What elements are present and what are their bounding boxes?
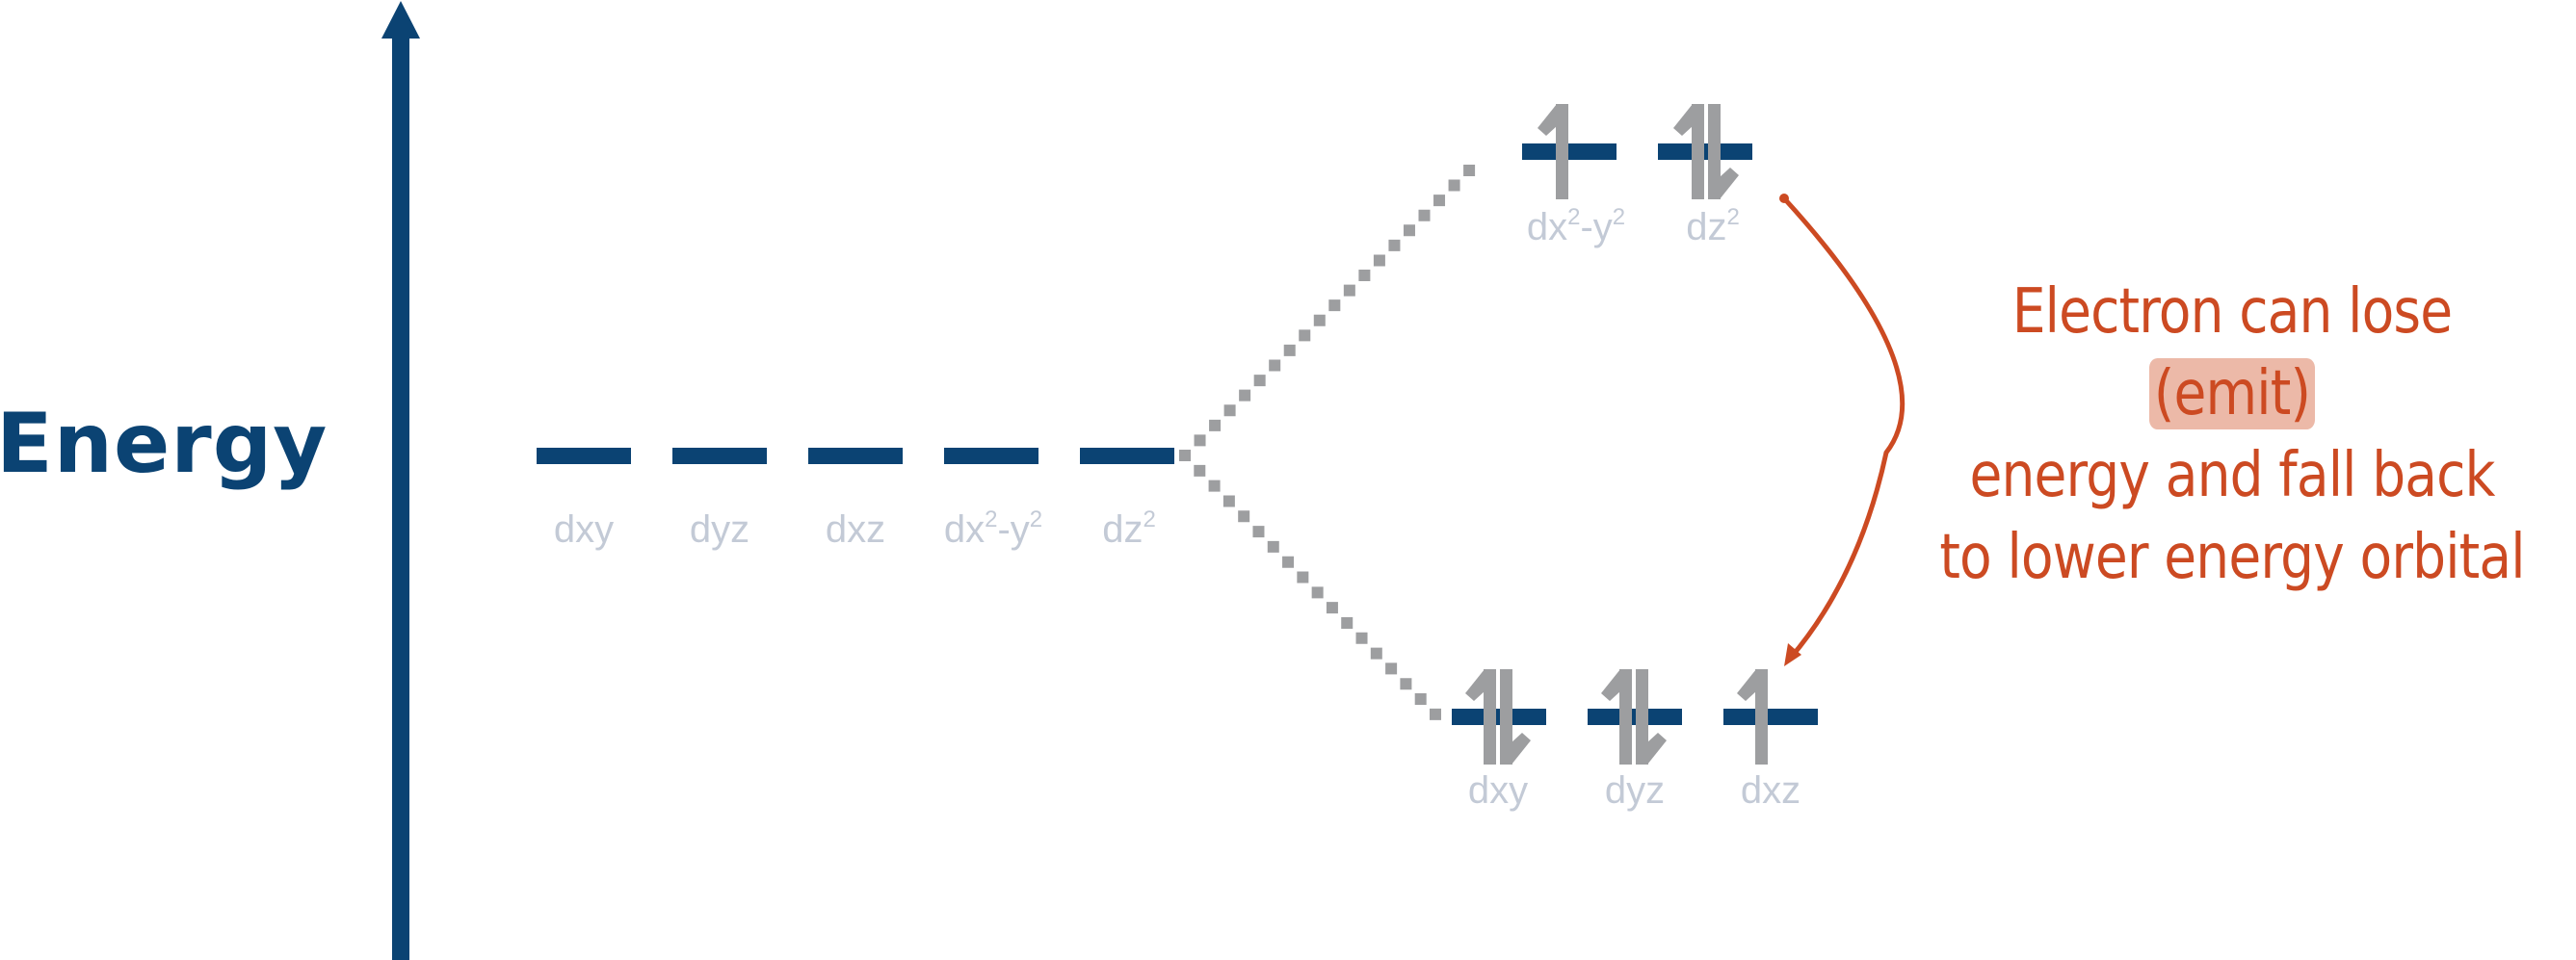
orbital-line-lower-dyz (1588, 709, 1682, 725)
energy-axis-arrow-icon (381, 1, 420, 960)
lower-orbital-label-dxz: dxz (1740, 769, 1801, 812)
emission-annotation: Electron can lose (emit) energy and fall… (1936, 272, 2528, 599)
electron-pair-arrow-icon (1465, 669, 1531, 765)
electron-pair-arrow-icon (1673, 104, 1739, 199)
lower-orbital-label-dxy: dxy (1467, 769, 1529, 812)
orbital-label-dxz: dxz (825, 508, 886, 551)
orbital-line-lower-dxy (1452, 709, 1546, 725)
lower-orbitals (1452, 669, 1818, 765)
electron-up-arrow-icon (1737, 669, 1768, 765)
upper-orbital-label-dz2: dz2 (1686, 204, 1740, 248)
upper-orbitals (1522, 104, 1752, 199)
annotation-line-1: Electron can lose (emit) (2011, 276, 2453, 429)
orbital-line-lower-dxz (1723, 709, 1818, 725)
connector-to-lower (1176, 447, 1448, 727)
connector-dotted-lines (1176, 147, 1492, 727)
orbital-line-dz2 (1080, 448, 1174, 464)
orbital-label-dx2-y2: dx2-y2 (943, 506, 1043, 551)
electron-up-arrow-icon (1538, 104, 1568, 199)
orbital-line-dxy (537, 448, 631, 464)
connector-to-upper (1176, 147, 1492, 464)
orbital-line-dx2y2 (944, 448, 1038, 464)
emission-curved-arrow-icon (1779, 194, 1906, 666)
upper-orbital-label-dx2-y2: dx2-y2 (1526, 204, 1626, 248)
annotation-line-3: to lower energy orbital (1939, 522, 2525, 593)
degenerate-orbital-lines (537, 448, 1174, 464)
emit-highlight: (emit) (2148, 358, 2316, 429)
orbital-label-dz2: dz2 (1102, 506, 1156, 551)
orbital-line-upper-dz2 (1658, 143, 1752, 160)
orbital-line-dxz (808, 448, 903, 464)
electron-pair-arrow-icon (1601, 669, 1667, 765)
orbital-line-dyz (672, 448, 767, 464)
orbital-label-dxy: dxy (553, 508, 615, 551)
annotation-line-2: energy and fall back (1969, 440, 2495, 511)
energy-axis-label: Energy (0, 396, 329, 492)
lower-orbital-label-dyz: dyz (1604, 769, 1666, 812)
orbital-line-upper-dx2y2 (1522, 143, 1617, 160)
orbital-label-dyz: dyz (689, 508, 750, 551)
